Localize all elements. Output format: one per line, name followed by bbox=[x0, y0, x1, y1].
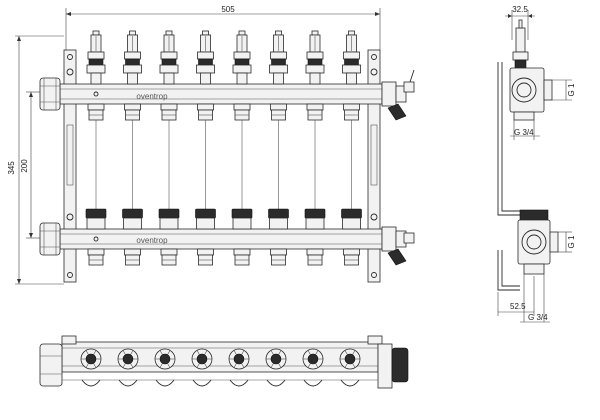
valve-handwheel bbox=[195, 208, 216, 219]
valve-handwheel bbox=[304, 208, 326, 219]
bottom-view-outlet bbox=[340, 379, 360, 387]
valve-handwheel bbox=[231, 208, 253, 219]
flow-meter-nut bbox=[269, 64, 288, 74]
circuit-group bbox=[85, 30, 362, 266]
valve-handwheel bbox=[122, 208, 143, 219]
right-top-endcap bbox=[381, 69, 415, 121]
flow-meter-cap bbox=[238, 30, 246, 36]
side-bottom-handwheel bbox=[519, 209, 549, 221]
valve-handwheel bbox=[341, 208, 362, 219]
bottom-view-circuit-7 bbox=[302, 348, 324, 387]
bottom-view-outlet bbox=[118, 379, 138, 387]
bottom-view-bar bbox=[61, 341, 379, 373]
spacing-dimension-label: 200 bbox=[20, 159, 29, 173]
brand-label-bottom: oventrop bbox=[136, 236, 168, 245]
side-bottom-thread-side-label: G 1 bbox=[567, 235, 576, 248]
flow-meter-nut bbox=[342, 64, 361, 74]
flow-meter-cap bbox=[165, 30, 173, 36]
flow-meter-nut bbox=[232, 64, 252, 74]
side-bottom-offset-label: 52.5 bbox=[510, 302, 526, 311]
bottom-view-outlet bbox=[192, 379, 212, 387]
brand-label-top: oventrop bbox=[136, 92, 168, 101]
bottom-view-right-cap bbox=[377, 343, 393, 389]
side-flow-meter bbox=[515, 27, 526, 53]
circuit-5 bbox=[231, 30, 253, 266]
circuit-1 bbox=[85, 30, 107, 266]
right-bracket bbox=[367, 49, 381, 283]
circuit-8 bbox=[341, 30, 362, 266]
left-top-coupling bbox=[39, 77, 61, 111]
side-view: 32.5 G 1 G 3/4 bbox=[497, 5, 576, 323]
flow-meter-cap bbox=[92, 30, 100, 36]
bottom-view-circuit-8 bbox=[339, 348, 361, 387]
bottom-view-outlet bbox=[155, 379, 175, 387]
bottom-manifold-bar bbox=[59, 228, 383, 250]
bottom-view-circuit-group bbox=[80, 348, 361, 387]
bottom-view-circuit-5 bbox=[228, 348, 250, 387]
bottom-view bbox=[39, 335, 409, 389]
circuit-6 bbox=[268, 30, 289, 266]
side-bottom-body bbox=[517, 219, 551, 265]
circuit-2 bbox=[122, 30, 143, 266]
front-view: 505 345 200 oventrop bbox=[7, 5, 415, 285]
side-top-offset-label: 32.5 bbox=[512, 5, 528, 14]
left-bracket bbox=[63, 49, 77, 283]
side-bracket bbox=[497, 62, 520, 216]
side-bottom-thread-bottom-label: G 3/4 bbox=[528, 313, 548, 322]
bottom-view-outlet bbox=[303, 379, 323, 387]
width-dimension-label: 505 bbox=[221, 5, 235, 14]
circuit-3 bbox=[158, 30, 180, 266]
valve-handwheel bbox=[85, 208, 107, 219]
flow-meter-nut bbox=[196, 64, 215, 74]
flow-meter-nut bbox=[159, 64, 179, 74]
flow-meter-cap bbox=[202, 30, 209, 36]
side-top-body bbox=[509, 67, 545, 113]
bottom-view-left-coupling bbox=[39, 343, 63, 387]
bottom-view-circuit-1 bbox=[80, 348, 102, 387]
height-dimension-label: 345 bbox=[7, 161, 16, 175]
flow-meter-cap bbox=[348, 30, 355, 36]
flow-meter-nut bbox=[305, 64, 325, 74]
flow-meter-cap bbox=[311, 30, 319, 36]
valve-handwheel bbox=[268, 208, 289, 219]
flow-meter-nut bbox=[86, 64, 106, 74]
circuit-4 bbox=[195, 30, 216, 266]
flow-meter-cap bbox=[275, 30, 282, 36]
bottom-view-circuit-4 bbox=[191, 348, 213, 387]
bottom-view-circuit-6 bbox=[265, 348, 287, 387]
side-top-thread-bottom-label: G 3/4 bbox=[514, 128, 534, 137]
flow-meter-nut bbox=[123, 64, 142, 74]
top-manifold-bar bbox=[59, 83, 383, 105]
right-bottom-endcap bbox=[381, 226, 415, 266]
bottom-view-outlet bbox=[266, 379, 286, 387]
bottom-view-circuit-3 bbox=[154, 348, 176, 387]
bottom-view-circuit-2 bbox=[117, 348, 139, 387]
circuit-7 bbox=[304, 30, 326, 266]
bottom-view-outlet bbox=[229, 379, 249, 387]
side-top-thread-side-label: G 1 bbox=[567, 83, 576, 96]
left-bottom-coupling bbox=[39, 222, 61, 256]
bottom-view-outlet bbox=[81, 379, 101, 387]
flow-meter-cap bbox=[129, 30, 136, 36]
valve-handwheel bbox=[158, 208, 180, 219]
